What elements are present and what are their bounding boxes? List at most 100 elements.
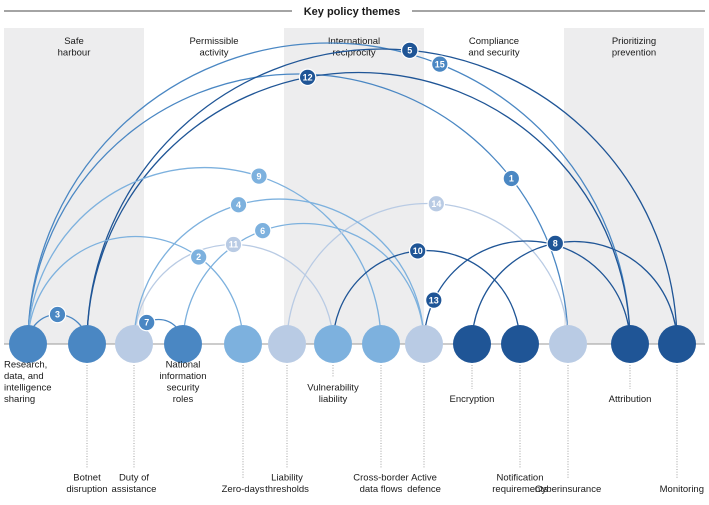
link-badge-14: 14 (427, 194, 446, 213)
theme-nodes (9, 325, 696, 363)
badge-number: 2 (196, 252, 201, 262)
link-badge-15: 15 (431, 55, 449, 73)
badge-number: 7 (144, 318, 149, 328)
badge-circle (253, 221, 272, 240)
badge-circle (502, 169, 521, 188)
node-national (164, 325, 202, 363)
link-badge-2: 2 (189, 248, 208, 266)
badge-number: 5 (407, 46, 412, 56)
node-label-zerodays: Zero-days (222, 484, 265, 495)
node-botnet (68, 325, 106, 363)
badge-circle (400, 41, 419, 60)
link-badge-12: 12 (298, 68, 317, 87)
link-badge-3: 3 (48, 305, 67, 324)
badge-circle (431, 55, 449, 73)
arc-link-14 (286, 202, 569, 345)
arc-link-9 (27, 166, 382, 345)
badge-number: 8 (553, 239, 558, 249)
arc-link-4 (133, 198, 425, 345)
link-badge-8: 8 (546, 234, 565, 253)
node-active (405, 325, 443, 363)
node-encryption (453, 325, 491, 363)
node-liability_thr (268, 325, 306, 363)
badge-number: 14 (431, 199, 441, 209)
link-badge-4: 4 (229, 195, 248, 214)
node-crossborder (362, 325, 400, 363)
header: Key policy themes (4, 6, 705, 18)
node-duty (115, 325, 153, 363)
badge-number: 3 (55, 310, 60, 320)
link-badges: 1 15 5 12 9 14 11 2 4 6 10 8 13 7 3 (48, 41, 565, 332)
badge-number: 13 (429, 295, 439, 305)
link-badge-13: 13 (425, 291, 443, 309)
link-badge-7: 7 (137, 313, 156, 332)
badge-circle (137, 313, 156, 332)
badge-number: 4 (236, 200, 241, 210)
badge-circle (48, 305, 67, 324)
badge-circle (298, 68, 317, 87)
node-label-monitoring: Monitoring (660, 484, 704, 495)
node-cyberins (549, 325, 587, 363)
node-notification (501, 325, 539, 363)
badge-number: 9 (257, 171, 262, 181)
node-zerodays (224, 325, 262, 363)
arc-link-6 (182, 222, 425, 345)
node-vuln (314, 325, 352, 363)
badge-number: 6 (260, 226, 265, 236)
arc-link-2 (27, 235, 244, 345)
node-monitoring (658, 325, 696, 363)
badge-circle (546, 234, 565, 253)
band-permissible-activity (144, 28, 284, 344)
link-badge-6: 6 (253, 221, 272, 240)
label-leaders (86, 365, 678, 479)
badge-number: 12 (303, 73, 313, 83)
badge-number: 1 (509, 174, 514, 184)
link-badge-11: 11 (224, 235, 243, 254)
band-safe-harbour (4, 28, 144, 344)
arc-link-5 (86, 48, 678, 345)
link-arcs (27, 42, 678, 345)
badge-circle (189, 248, 208, 266)
band-prioritizing-prevention (564, 28, 704, 344)
arc-link-12 (86, 71, 631, 345)
link-badge-5: 5 (400, 41, 419, 60)
badge-number: 15 (435, 59, 445, 69)
node-label-cyberins: Cyberinsurance (535, 484, 602, 495)
badge-circle (408, 242, 427, 260)
diagram-title: Key policy themes (304, 6, 401, 18)
badge-circle (250, 167, 268, 185)
badge-number: 10 (413, 246, 423, 256)
arc-link-8 (471, 240, 678, 345)
node-label-attribution: Attribution (609, 394, 652, 405)
badge-circle (229, 195, 248, 214)
band-compliance-and-security (424, 28, 564, 344)
arc-link-15 (27, 42, 631, 345)
node-attribution (611, 325, 649, 363)
arc-link-1 (27, 73, 569, 345)
link-badge-1: 1 (502, 169, 521, 188)
node-label-encryption: Encryption (450, 394, 495, 405)
arc-link-10 (332, 249, 521, 345)
badge-circle (427, 194, 446, 213)
link-badge-10: 10 (408, 242, 427, 260)
badge-circle (425, 291, 443, 309)
badge-circle (224, 235, 243, 254)
badge-number: 11 (229, 240, 239, 250)
